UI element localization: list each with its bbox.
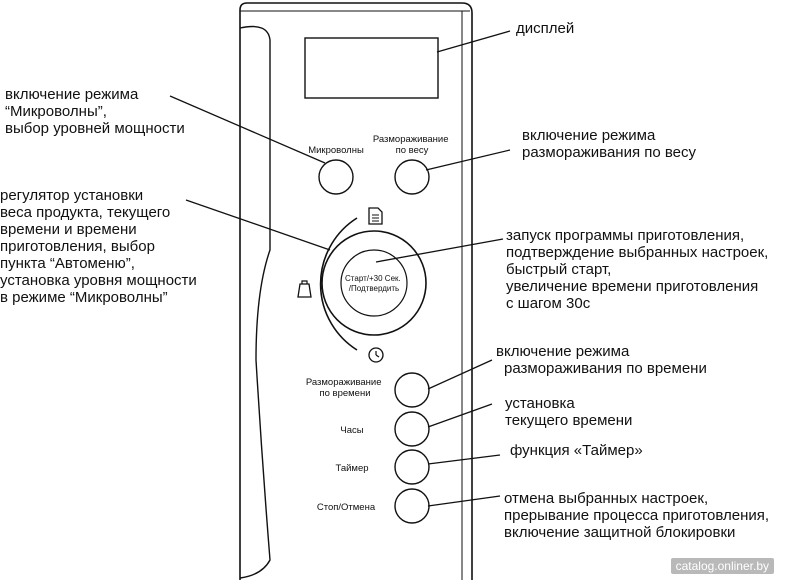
leader-clock (427, 403, 493, 428)
callout-start: запуск программы приготовления, подтверж… (506, 227, 769, 312)
microwave-button[interactable] (318, 159, 354, 195)
callout-defrost-time: включение режима размораживания по време… (496, 343, 707, 377)
panel-side-strip (239, 25, 271, 579)
callout-microwave: включение режима “Микроволны”, выбор уро… (5, 86, 185, 137)
leader-timer (427, 454, 501, 465)
callout-stop: отмена выбранных настроек, прерывание пр… (504, 490, 770, 541)
defrost-time-button-label: Размораживание по времени (306, 377, 384, 399)
clock-icon (368, 347, 384, 363)
leader-microwave (169, 95, 326, 164)
panel-outline (239, 2, 473, 580)
stop-button-label: Стоп/Отмена (317, 502, 376, 513)
leader-start (375, 238, 504, 263)
defrost-weight-button-label: Размораживание по весу (373, 134, 451, 156)
weight-icon (297, 280, 312, 298)
timer-button-label: Таймер (335, 463, 368, 474)
defrost-time-button[interactable] (394, 372, 430, 408)
clock-button[interactable] (394, 411, 430, 447)
timer-button[interactable] (394, 449, 430, 485)
defrost-weight-button[interactable] (394, 159, 430, 195)
callout-dial: регулятор установки веса продукта, текущ… (0, 187, 197, 306)
callout-defrost-weight: включение режима размораживания по весу (522, 127, 697, 161)
display-window (304, 37, 439, 99)
watermark: catalog.onliner.by (670, 558, 774, 574)
leader-display (436, 30, 511, 53)
clock-button-label: Часы (340, 425, 363, 436)
stop-button[interactable] (394, 488, 430, 524)
start-button[interactable] (340, 249, 408, 317)
leader-defrost-time (427, 359, 493, 390)
microwave-button-label: Микроволны (308, 145, 364, 156)
callout-clock: установка текущего времени (505, 395, 633, 429)
leader-dial (185, 199, 331, 251)
leader-stop (427, 495, 501, 507)
dial-arc (319, 217, 358, 351)
start-button-label: Старт/+30 Сек. /Подтвердить (345, 274, 403, 293)
leader-defrost-weight (425, 149, 511, 171)
callout-display: дисплей (516, 20, 575, 37)
menu-document-icon (368, 207, 383, 225)
callout-timer: функция «Таймер» (510, 442, 643, 459)
